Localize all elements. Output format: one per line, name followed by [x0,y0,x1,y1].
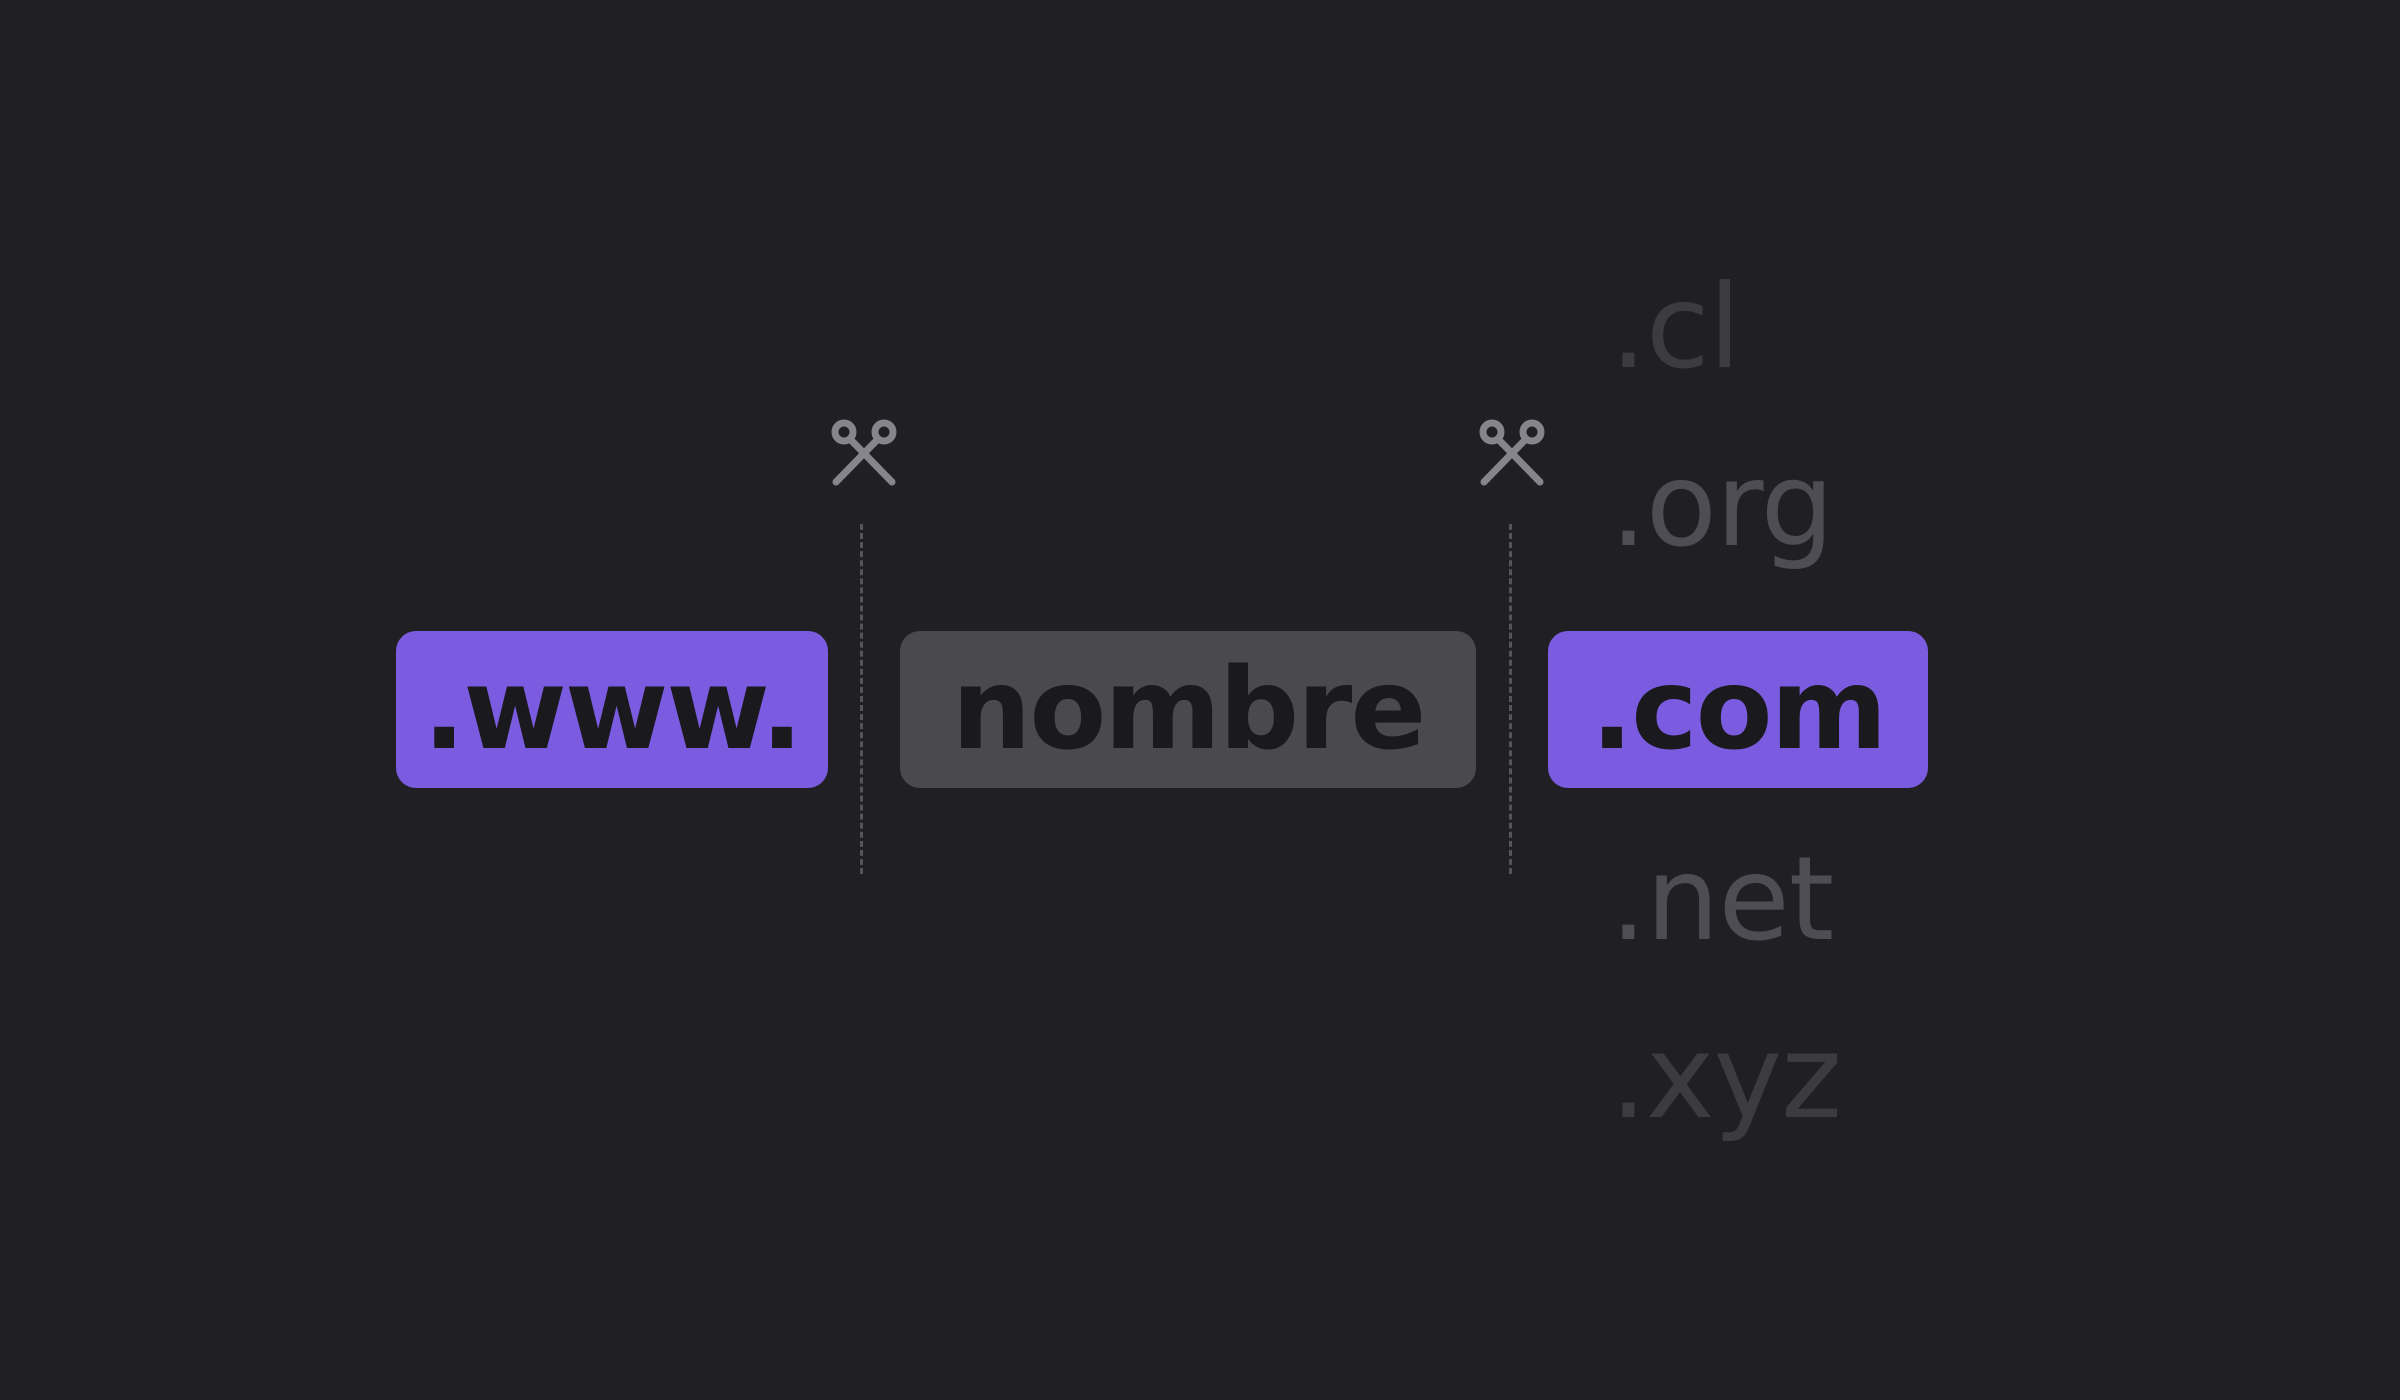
tld-segment: .com [1548,631,1928,788]
alt-tld-net: .net [1610,832,1834,967]
cut-line-right [1509,524,1512,874]
tld-label: .com [1590,644,1888,775]
alt-tld-xyz: .xyz [1610,1010,1842,1145]
domain-name-label: nombre [951,644,1427,775]
subdomain-label: .www. [422,644,803,775]
domain-name-segment: nombre [900,631,1476,788]
alt-tld-org: .org [1610,438,1834,573]
scissors-icon [1478,418,1546,490]
subdomain-segment: .www. [396,631,828,788]
alt-tld-cl: .cl [1610,260,1741,395]
scissors-icon [830,418,898,490]
cut-line-left [860,524,863,874]
